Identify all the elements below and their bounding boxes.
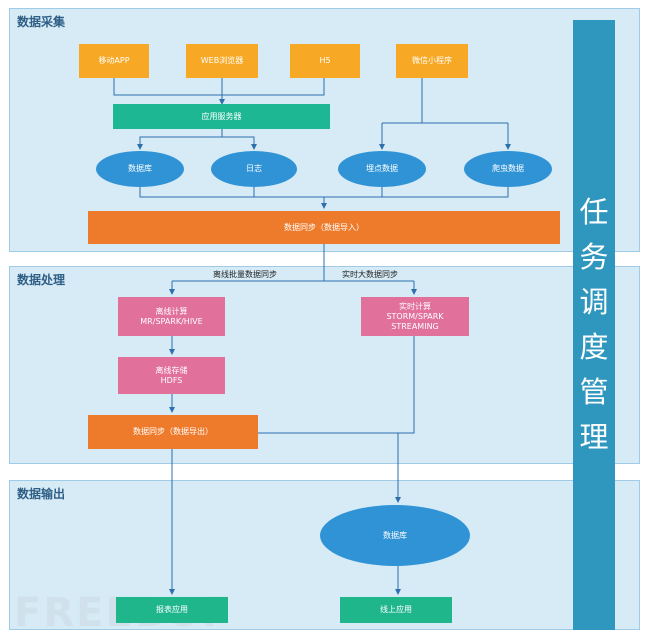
source-mobile-app: 移动APP [79, 44, 149, 78]
section-data-output: 数据输出 [9, 480, 640, 630]
section-title-collection: 数据采集 [17, 15, 66, 29]
scheduler-char: 管 [579, 375, 609, 409]
offline-storage: 离线存储 HDFS [118, 357, 225, 394]
output-online-app: 线上应用 [340, 597, 452, 623]
output-report-app: 报表应用 [116, 597, 228, 623]
store-logs: 日志 [211, 151, 297, 187]
source-wechat-mini-program: 微信小程序 [396, 44, 468, 78]
source-h5: H5 [290, 44, 360, 78]
store-crawler-data: 爬虫数据 [464, 151, 552, 187]
scheduler-char: 调 [579, 285, 609, 319]
sync-import: 数据同步（数据导入） [88, 211, 560, 244]
app-server: 应用服务器 [113, 104, 330, 129]
edge-realtime-to-db [395, 336, 415, 503]
edge-app-to-server [113, 78, 225, 105]
task-scheduler-bar: 任 务 调 度 管 理 [573, 20, 615, 630]
section-title-processing: 数据处理 [17, 273, 66, 287]
section-title-output: 数据输出 [17, 487, 66, 501]
label-batch-sync: 离线批量数据同步 [213, 270, 277, 279]
edge-server-to-log [222, 136, 257, 150]
edge-stores-merge [139, 187, 509, 198]
store-database: 数据库 [96, 151, 184, 187]
store-tracking-data: 埋点数据 [338, 151, 426, 187]
sync-export: 数据同步（数据导出） [88, 415, 258, 449]
scheduler-char: 任 [579, 195, 609, 229]
scheduler-char: 理 [579, 420, 609, 454]
source-web-browser: WEB浏览器 [186, 44, 258, 78]
edge-h5-to-server [222, 78, 325, 96]
realtime-compute: 实时计算 STORM/SPARK STREAMING [361, 297, 469, 336]
output-database: 数据库 [320, 505, 470, 566]
label-realtime-sync: 实时大数据同步 [342, 270, 398, 279]
offline-compute: 离线计算 MR/SPARK/HIVE [118, 297, 225, 336]
edge-server-to-db [137, 129, 223, 150]
scheduler-char: 务 [579, 240, 609, 274]
scheduler-char: 度 [579, 330, 609, 364]
